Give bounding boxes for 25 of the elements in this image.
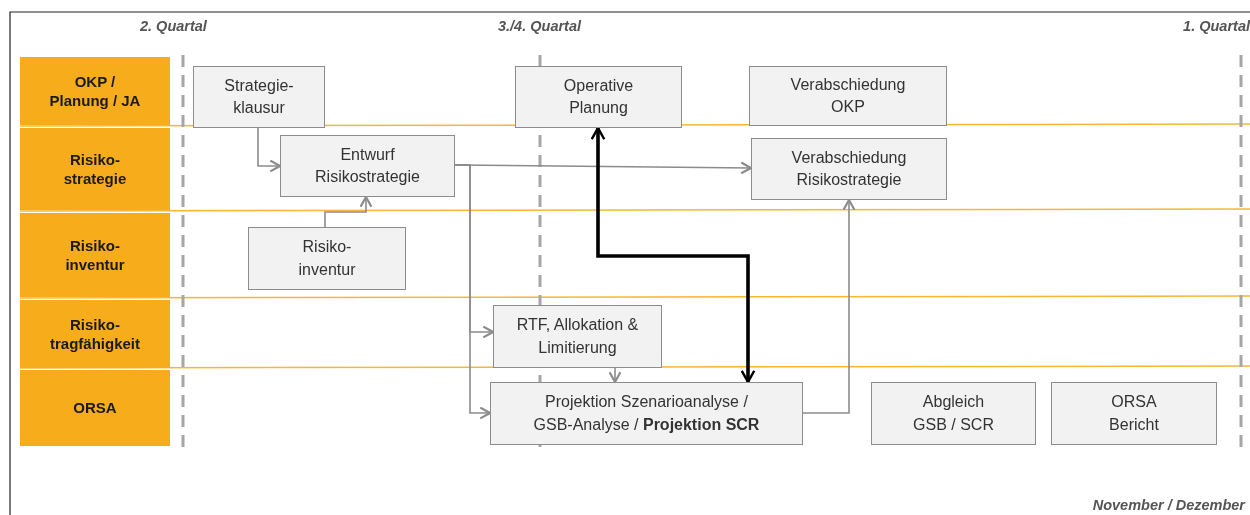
process-box: Verabschiedung OKP: [749, 66, 947, 126]
quarter-label: 3./4. Quartal: [498, 18, 581, 34]
swimlane-header: Risiko- strategie: [20, 128, 170, 210]
process-box: Operative Planung: [515, 66, 682, 128]
process-box: RTF, Allokation & Limitierung: [493, 305, 662, 368]
arrow: [802, 198, 856, 414]
process-box: Entwurf Risikostrategie: [280, 135, 455, 197]
swimlane-header: Risiko- inventur: [20, 213, 170, 297]
period-label: November / Dezember: [1092, 497, 1245, 513]
swimlane-header: Risiko- tragfähigkeit: [20, 300, 170, 368]
arrow: [324, 195, 373, 228]
process-box: Verabschiedung Risikostrategie: [751, 138, 947, 200]
quarter-label: 2. Quartal: [140, 18, 207, 34]
process-box: Abgleich GSB / SCR: [871, 382, 1036, 445]
process-box: Projektion Szenarioanalyse / GSB-Analyse / Projektion SCR: [490, 382, 803, 445]
quarter-label: 1. Quartal: [1183, 18, 1250, 34]
process-box: Risiko- inventur: [248, 227, 406, 290]
process-box: ORSA Bericht: [1051, 382, 1217, 445]
swimlane-header: ORSA: [20, 370, 170, 446]
arrow: [590, 126, 756, 384]
arrow: [257, 127, 282, 173]
arrow: [454, 164, 492, 420]
arrow: [608, 367, 622, 384]
process-box: Strategie- klausur: [193, 66, 325, 128]
swimlane-header: OKP / Planung / JA: [20, 57, 170, 125]
